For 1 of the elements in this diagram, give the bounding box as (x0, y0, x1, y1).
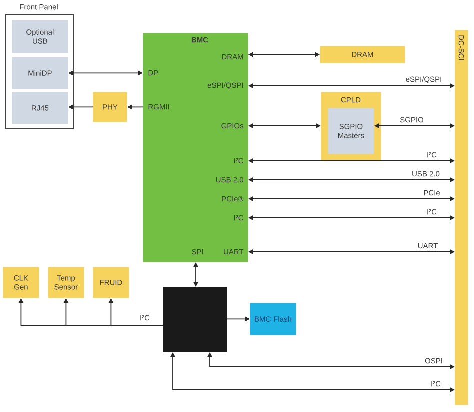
chip-box (163, 287, 228, 352)
